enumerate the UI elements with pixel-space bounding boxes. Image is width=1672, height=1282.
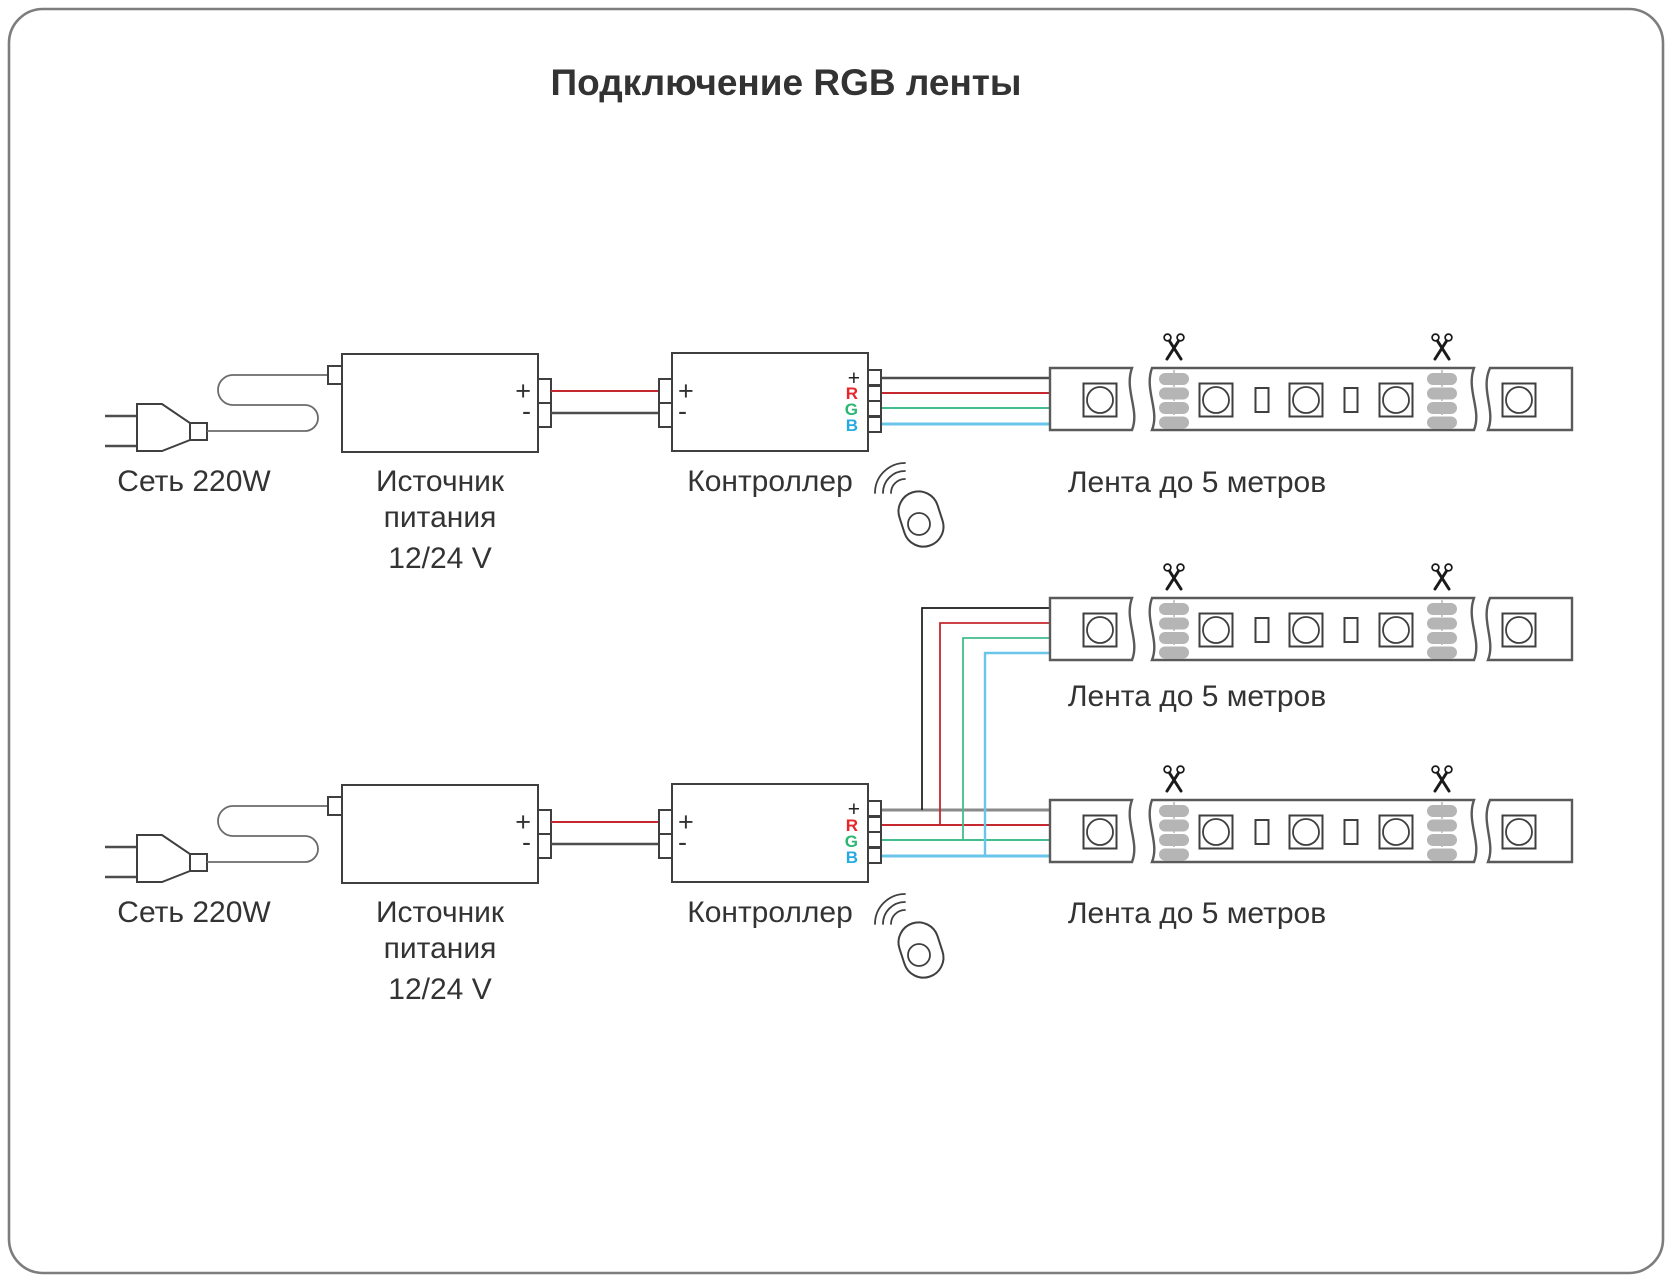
strip-label-bottom: Лента до 5 метров — [1068, 897, 1326, 930]
controller-b-out: B — [846, 848, 858, 867]
psu-label-line2: питания — [384, 501, 497, 534]
controller-plus-in: + — [678, 807, 694, 837]
controller-minus-in: - — [678, 396, 687, 426]
controller-minus-in: - — [678, 827, 687, 857]
rgb-wires-bottom — [881, 607, 1053, 858]
green-branch-wire — [962, 637, 1052, 840]
scissors-icon — [1430, 332, 1454, 361]
blue-branch-wire — [983, 651, 1052, 856]
scissors-icon — [1430, 562, 1454, 591]
controller-plus-in: + — [678, 376, 694, 406]
controller-label: Контроллер — [687, 465, 853, 498]
remote-control-icon — [874, 462, 950, 553]
psu-controller-chain-top — [103, 351, 883, 454]
rgb-wires-top — [881, 376, 1053, 426]
scissors-icon — [1162, 562, 1186, 591]
strip-label-middle: Лента до 5 метров — [1068, 680, 1326, 713]
controller-b-out: B — [846, 416, 858, 435]
psu-label-line2: питания — [384, 932, 497, 965]
mains-label: Сеть 220W — [117, 465, 271, 498]
controller-plus-out: + — [848, 798, 860, 821]
remote-control-icon — [874, 893, 950, 984]
led-strip-top — [1048, 366, 1574, 432]
controller-r-out: R — [846, 384, 858, 403]
page-title: Подключение RGB ленты — [550, 62, 1021, 103]
psu-label-line1: Источник — [376, 465, 505, 498]
scissors-icon — [1162, 764, 1186, 793]
plus-branch-wire — [921, 607, 1052, 810]
controller-g-out: G — [845, 400, 858, 419]
controller-plus-out: + — [848, 367, 860, 390]
psu-voltage-label: 12/24 V — [388, 973, 491, 1006]
strip-label-top: Лента до 5 метров — [1068, 466, 1326, 499]
controller-label: Контроллер — [687, 896, 853, 929]
controller-g-out: G — [845, 832, 858, 851]
psu-controller-chain-bottom — [103, 782, 883, 885]
led-strip-middle — [1048, 596, 1574, 662]
red-branch-wire — [939, 622, 1052, 825]
psu-plus-label: + — [515, 807, 531, 837]
psu-minus-label: - — [522, 396, 531, 426]
controller-r-out: R — [846, 816, 858, 835]
mains-label: Сеть 220W — [117, 896, 271, 929]
psu-minus-label: - — [522, 827, 531, 857]
led-strip-bottom — [1048, 798, 1574, 864]
page-border — [7, 7, 1665, 1275]
scissors-icon — [1162, 332, 1186, 361]
psu-voltage-label: 12/24 V — [388, 542, 491, 575]
scissors-icon — [1430, 764, 1454, 793]
psu-label-line1: Источник — [376, 896, 505, 929]
psu-plus-label: + — [515, 376, 531, 406]
